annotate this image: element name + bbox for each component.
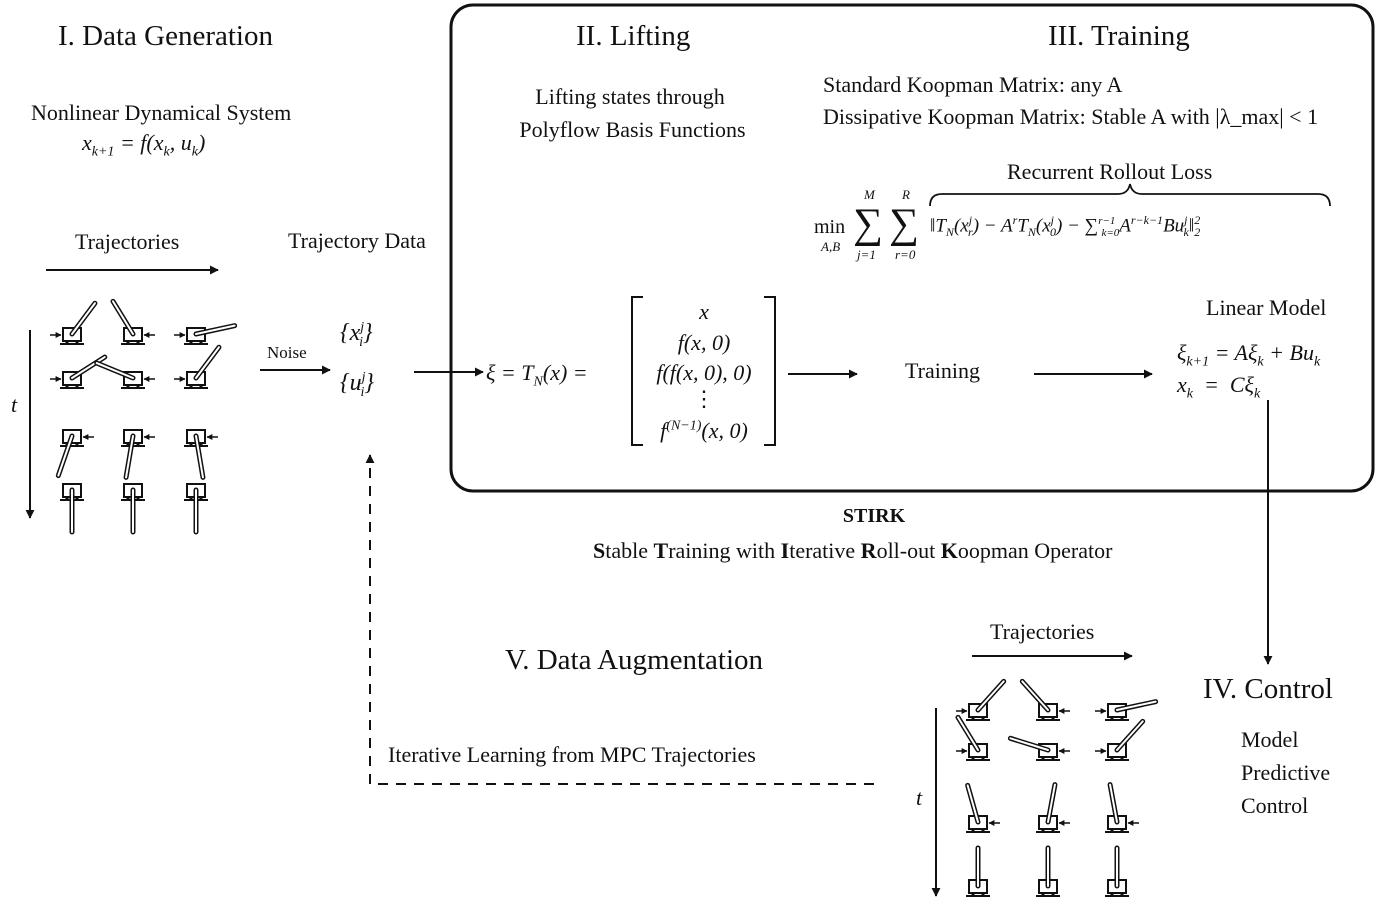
cartpole-sketch: [1007, 735, 1070, 761]
training-step-label: Training: [905, 358, 980, 383]
feedback-dashed-line: [365, 454, 874, 785]
vector-entry-5: f(N−1)(x, 0): [660, 418, 748, 443]
cartpole-sketch: [121, 483, 145, 535]
cartpole-sketch: [94, 360, 155, 389]
x-data-set: {xji}: [340, 320, 373, 350]
system-equation: xk+1 = f(xk, uk): [82, 130, 206, 160]
sum-r-bottom: r=0: [895, 247, 916, 262]
control-title: IV. Control: [1203, 673, 1333, 705]
loss-min-sub: A,B: [821, 239, 841, 254]
stirk-acronym: STIRK: [842, 505, 906, 527]
vector-entry-3: f(f(x, 0), 0): [656, 360, 752, 385]
lifting-equation-lhs: ξ = TN(x) =: [486, 360, 588, 390]
dissipative-koopman-line: Dissipative Koopman Matrix: Stable A wit…: [823, 104, 1319, 129]
vector-entry-1: x: [699, 299, 709, 324]
cartpole-sketch: [1036, 845, 1060, 897]
noise-label: Noise: [267, 343, 307, 362]
sum-j-bottom: j=1: [857, 247, 876, 262]
linear-model-label: Linear Model: [1206, 295, 1327, 320]
loss-min: min: [814, 216, 846, 238]
loss-body: ‖TN(xjr) − ArTN(xj0) − ∑r−1k=0Ar−k−1Bujk…: [930, 213, 1201, 240]
sum-r-top: R: [902, 187, 910, 202]
lifting-desc-line2: Polyflow Basis Functions: [519, 117, 746, 142]
stirk-full-name: Stable Training with Iterative Roll-out …: [593, 538, 1113, 563]
sum-symbol-j: ∑: [853, 201, 883, 247]
stirk-box: [449, 3, 1375, 493]
loss-label: Recurrent Rollout Loss: [1007, 159, 1213, 184]
cartpole-sketch: [1105, 782, 1139, 833]
cartpole-sketch: [1019, 678, 1070, 721]
aug-time-label: t: [916, 785, 923, 810]
cartpole-sketch: [955, 714, 990, 761]
cartpole-sketch: [966, 845, 990, 897]
linear-equation-2: xk = Cξk: [1177, 372, 1261, 402]
cartpole-sketch: [1095, 718, 1146, 761]
cartpole-sketch: [956, 678, 1007, 721]
loss-overbrace: [929, 183, 1331, 207]
cartpole-grid-mpc: [955, 678, 1159, 897]
control-line1: Model: [1241, 727, 1299, 752]
augmentation-title: V. Data Augmentation: [505, 644, 764, 676]
cartpole-sketch: [1105, 845, 1129, 897]
sum-symbol-r: ∑: [889, 201, 919, 247]
cartpole-sketch: [174, 344, 222, 389]
lifting-desc-line1: Lifting states through: [535, 84, 725, 109]
cartpole-sketch: [1036, 782, 1070, 833]
control-line3: Control: [1241, 793, 1309, 818]
training-title: III. Training: [1048, 20, 1190, 52]
vector-entry-2: f(x, 0): [677, 330, 731, 355]
nonlinear-system-label: Nonlinear Dynamical System: [31, 100, 292, 125]
lifting-title: II. Lifting: [576, 20, 691, 52]
cartpole-sketch: [50, 354, 108, 389]
iterative-learning-label: Iterative Learning from MPC Trajectories: [388, 742, 756, 767]
cartpole-sketch: [965, 782, 1000, 833]
trajectory-data-label: Trajectory Data: [288, 228, 426, 253]
cartpole-grid-data-generation: [50, 298, 238, 535]
data-generation-title: I. Data Generation: [58, 20, 273, 52]
cartpole-sketch: [55, 429, 94, 479]
control-line2: Predictive: [1241, 760, 1331, 785]
u-data-set: {uji}: [340, 370, 374, 400]
cartpole-sketch: [184, 429, 218, 480]
cartpole-sketch: [174, 323, 238, 345]
dg-trajectories-label: Trajectories: [75, 229, 180, 254]
linear-equation-1: ξk+1 = Aξk + Buk: [1177, 340, 1321, 370]
vector-entry-dots: ⋮: [693, 386, 715, 411]
cartpole-sketch: [1095, 699, 1159, 721]
cartpole-sketch: [184, 483, 208, 535]
sum-j-top: M: [864, 187, 875, 202]
vector-left-bracket: [631, 296, 643, 446]
cartpole-sketch: [121, 429, 155, 480]
vector-right-bracket: [764, 296, 776, 446]
aug-trajectories-label: Trajectories: [990, 619, 1095, 644]
cartpole-sketch: [60, 483, 84, 535]
dg-time-label: t: [11, 392, 18, 417]
standard-koopman-line: Standard Koopman Matrix: any A: [823, 72, 1123, 97]
cartpole-sketch: [50, 300, 98, 345]
cartpole-sketch: [110, 298, 155, 345]
